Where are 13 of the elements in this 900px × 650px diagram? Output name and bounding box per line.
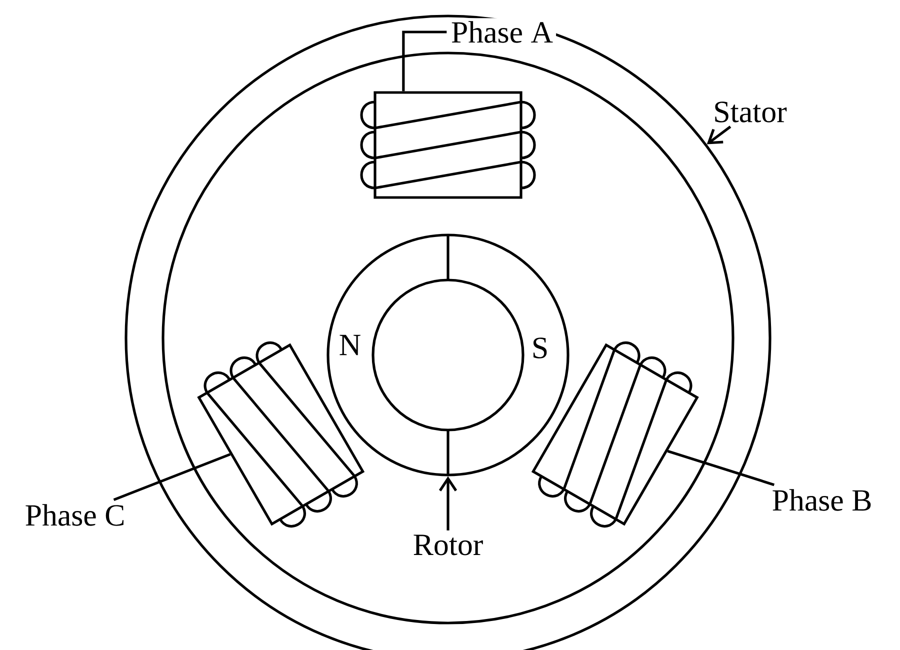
wire bbox=[113, 453, 231, 502]
arrow bbox=[706, 126, 732, 144]
arrow bbox=[438, 476, 458, 530]
rotor-drawing bbox=[326, 234, 570, 476]
label-text: Phase C bbox=[22, 501, 128, 529]
wire bbox=[402, 30, 447, 92]
wire bbox=[667, 450, 775, 486]
pole-label: S bbox=[533, 338, 547, 358]
pole-label: N bbox=[340, 334, 360, 356]
label-text: Rotor bbox=[410, 532, 486, 558]
coil-drawing bbox=[360, 91, 536, 199]
label-text: Stator bbox=[710, 98, 790, 126]
label-text: Phase B bbox=[768, 486, 876, 514]
